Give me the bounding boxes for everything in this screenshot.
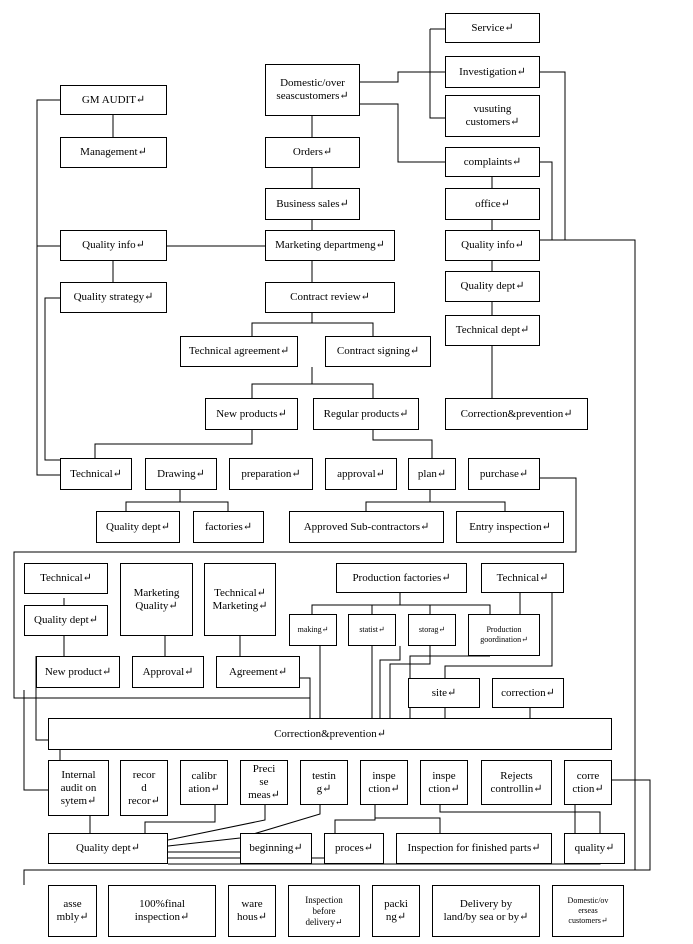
technical-b-node: Technical↵ (481, 563, 564, 593)
investigation-node: Investigation↵ (445, 56, 540, 88)
visiting-customers-node: vusuting customers↵ (445, 95, 540, 137)
approval-b-node: Approval↵ (132, 656, 204, 688)
proces-node: proces↵ (324, 833, 384, 864)
testing-node: testin g↵ (300, 760, 348, 805)
production-factories-node: Production factories↵ (336, 563, 467, 593)
quality-dept-b-node: Quality dept↵ (24, 605, 108, 636)
preparation-node: preparation↵ (229, 458, 313, 490)
inspection-a-node: inspe ction↵ (360, 760, 408, 805)
beginning-node: beginning↵ (240, 833, 312, 864)
office-node: office↵ (445, 188, 540, 220)
correction-prevention-main-node: Correction&prevention↵ (48, 718, 612, 750)
final-inspection-node: 100%final inspection↵ (108, 885, 216, 937)
agreement-node: Agreement↵ (216, 656, 300, 688)
plan-node: plan↵ (408, 458, 456, 490)
calibration-node: calibr ation↵ (180, 760, 228, 805)
correction-c-node: corre ction↵ (564, 760, 612, 805)
purchase-node: purchase↵ (468, 458, 540, 490)
technical-marketing-node: Technical↵ Marketing↵ (204, 563, 276, 636)
delivery-node: Delivery by land/by sea or by↵ (432, 885, 540, 937)
factories-node: factories↵ (193, 511, 264, 543)
management-node: Management↵ (60, 137, 167, 168)
contract-signing-node: Contract signing↵ (325, 336, 431, 367)
connector (360, 103, 445, 163)
statist-node: statist↵ (348, 614, 396, 646)
inspection-b-node: inspe ction↵ (420, 760, 468, 805)
regular-products-node: Regular products↵ (313, 398, 419, 430)
quality-dept-mid-node: Quality dept↵ (96, 511, 180, 543)
connector (125, 501, 229, 515)
service-node: Service↵ (445, 13, 540, 43)
connector (300, 677, 311, 718)
approved-subcontractors-node: Approved Sub-contractors↵ (289, 511, 444, 543)
production-coordination-node: Production goordination↵ (468, 614, 540, 656)
inspection-finished-parts-node: Inspection for finished parts↵ (396, 833, 552, 864)
correction-prevention-top-node: Correction&prevention↵ (445, 398, 588, 430)
connector (94, 430, 253, 460)
gm-audit-node: GM AUDIT↵ (60, 85, 167, 115)
technical-dept-right-node: Technical dept↵ (445, 315, 540, 346)
quality-bottom-node: quality↵ (564, 833, 625, 864)
connector (23, 779, 651, 885)
technical-agreement-node: Technical agreement↵ (180, 336, 298, 367)
marketing-dept-node: Marketing departmeng↵ (265, 230, 395, 261)
domestic-overseas-customers-node: Domestic/over seascustomers↵ (265, 64, 360, 116)
technical-row-node: Technical↵ (60, 458, 132, 490)
storag-node: storag↵ (408, 614, 456, 646)
quality-dept-bottom-node: Quality dept↵ (48, 833, 168, 864)
connector (311, 604, 491, 614)
connector (374, 805, 441, 833)
drawing-node: Drawing↵ (145, 458, 217, 490)
new-products-node: New products↵ (205, 398, 298, 430)
warehouse-node: ware hous↵ (228, 885, 276, 937)
quality-dept-right-node: Quality dept↵ (445, 271, 540, 302)
connector (13, 477, 577, 699)
connector (251, 383, 374, 398)
connector (167, 805, 266, 841)
domestic-overseas-customers-bottom-node: Domestic/ov erseas customers↵ (552, 885, 624, 937)
connector (360, 71, 445, 83)
new-product-node: New product↵ (36, 656, 120, 688)
connector (168, 805, 601, 865)
quality-strategy-node: Quality strategy↵ (60, 282, 167, 313)
approval-row-node: approval↵ (325, 458, 397, 490)
internal-audit-node: Internal audit on sytem↵ (48, 760, 109, 816)
inspection-before-delivery-node: Inspection before delivery↵ (288, 885, 360, 937)
connector (167, 805, 321, 847)
complaints-node: complaints↵ (445, 147, 540, 177)
quality-info-right-node: Quality info↵ (445, 230, 540, 261)
connector (144, 805, 216, 833)
connector (334, 805, 376, 833)
connector (251, 322, 374, 336)
connector (429, 29, 445, 119)
rejects-controlling-node: Rejects controllin↵ (481, 760, 552, 805)
orders-node: Orders↵ (265, 137, 360, 168)
connector (23, 690, 48, 791)
record-node: recor d recor↵ (120, 760, 168, 816)
connector (372, 430, 433, 460)
connector (36, 99, 60, 476)
assembly-node: asse mbly↵ (48, 885, 97, 937)
correction-b-node: correction↵ (492, 678, 564, 708)
quality-info-left-node: Quality info↵ (60, 230, 167, 261)
connector (540, 161, 553, 240)
packing-node: packi ng↵ (372, 885, 420, 937)
business-sales-node: Business sales↵ (265, 188, 360, 220)
technical-a-node: Technical↵ (24, 563, 108, 594)
connector (379, 646, 401, 718)
connector (44, 297, 60, 461)
site-node: site↵ (408, 678, 480, 708)
precise-measurement-node: Preci se meas↵ (240, 760, 288, 805)
entry-inspection-node: Entry inspection↵ (456, 511, 564, 543)
contract-review-node: Contract review↵ (265, 282, 395, 313)
marketing-quality-node: Marketing Quality↵ (120, 563, 193, 636)
making-node: making↵ (289, 614, 337, 646)
connector (365, 501, 506, 515)
connector (444, 593, 553, 678)
